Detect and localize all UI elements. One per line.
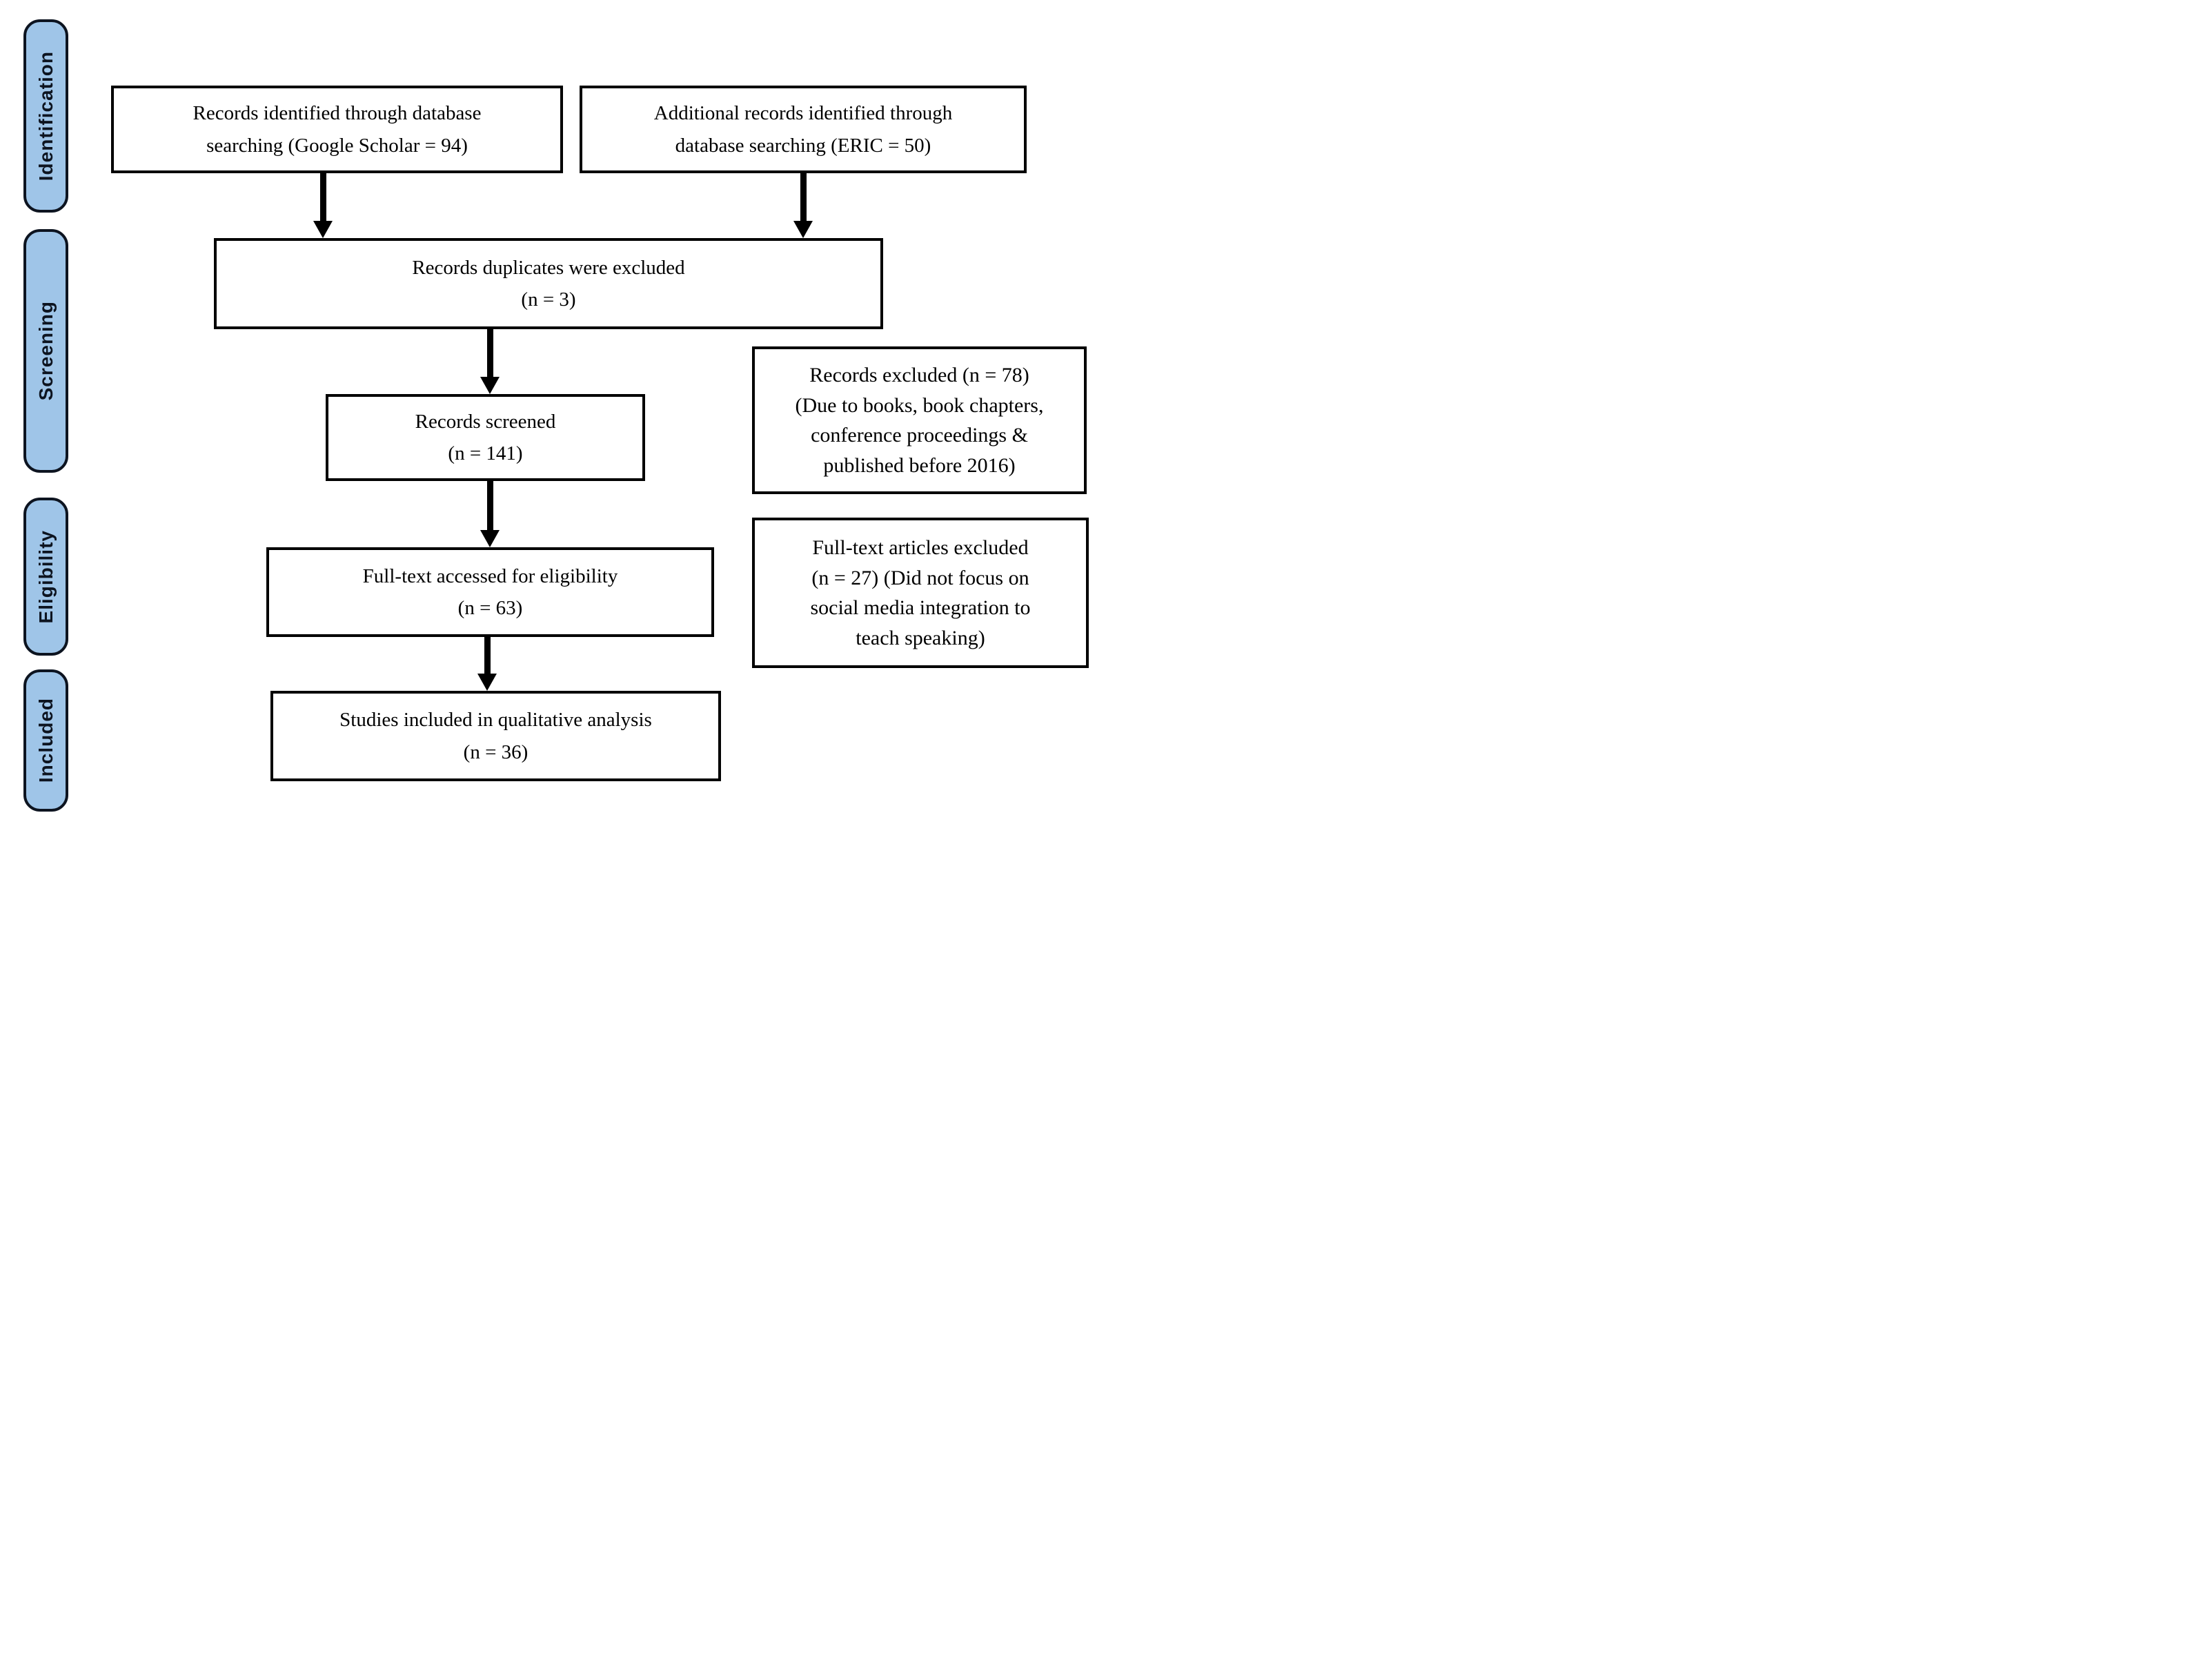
flow-arrow-down-icon: [480, 481, 500, 547]
flow-arrow-down-icon: [793, 173, 813, 238]
box-records-screened: Records screened (n = 141): [326, 394, 645, 481]
arrow-shaft: [800, 173, 807, 221]
box-duplicates-excluded: Records duplicates were excluded (n = 3): [214, 238, 883, 329]
box-line: Full-text articles excluded: [812, 536, 1029, 559]
arrow-head: [793, 221, 813, 238]
box-line: teach speaking): [856, 626, 985, 649]
box-line: Records screened: [415, 410, 556, 433]
box-line: published before 2016): [823, 453, 1016, 477]
box-line: conference proceedings &: [811, 424, 1028, 447]
arrow-shaft: [486, 329, 493, 377]
box-line: (n = 36): [463, 741, 529, 763]
box-additional-records-identified: Additional records identified through da…: [580, 86, 1027, 173]
box-line: Studies included in qualitative analysis: [339, 709, 652, 732]
flow-arrow-down-icon: [477, 637, 497, 691]
box-line: (n = 63): [457, 597, 523, 619]
box-line: searching (Google Scholar = 94): [206, 134, 468, 157]
box-studies-included: Studies included in qualitative analysis…: [270, 691, 721, 781]
box-records-identified-database: Records identified through database sear…: [111, 86, 563, 173]
box-line: database searching (ERIC = 50): [675, 134, 931, 157]
box-line: Full-text accessed for eligibility: [362, 565, 618, 587]
stage-pill-eligibility: Eligibility: [23, 498, 68, 656]
arrow-shaft: [486, 481, 493, 530]
stage-pill-identification: Identification: [23, 19, 68, 213]
box-line: Additional records identified through: [653, 102, 953, 125]
box-line: (n = 27) (Did not focus on: [811, 566, 1029, 589]
arrow-head: [477, 674, 497, 691]
arrow-shaft: [484, 637, 491, 674]
stage-label-eligibility: Eligibility: [34, 529, 57, 624]
box-records-excluded: Records excluded (n = 78) (Due to books,…: [752, 346, 1087, 494]
arrow-head: [313, 221, 333, 238]
box-line: social media integration to: [810, 596, 1031, 619]
box-line: Records duplicates were excluded: [412, 256, 685, 279]
stage-label-included: Included: [34, 698, 57, 783]
box-fulltext-excluded: Full-text articles excluded (n = 27) (Di…: [752, 518, 1089, 668]
box-fulltext-assessed: Full-text accessed for eligibility (n = …: [266, 547, 714, 637]
arrow-head: [480, 530, 500, 547]
flow-arrow-down-icon: [313, 173, 333, 238]
flow-arrow-down-icon: [480, 329, 500, 394]
stage-pill-screening: Screening: [23, 229, 68, 473]
box-line: (Due to books, book chapters,: [795, 393, 1044, 417]
box-line: (n = 141): [448, 442, 523, 464]
box-line: Records identified through database: [192, 102, 482, 125]
stage-label-identification: Identification: [34, 50, 57, 182]
box-line: (n = 3): [521, 288, 576, 311]
prisma-flow-diagram: Identification Screening Eligibility Inc…: [0, 0, 1106, 828]
box-line: Records excluded (n = 78): [809, 364, 1029, 386]
stage-pill-included: Included: [23, 669, 68, 812]
arrow-head: [480, 377, 500, 394]
arrow-shaft: [319, 173, 326, 221]
stage-label-screening: Screening: [34, 301, 57, 401]
